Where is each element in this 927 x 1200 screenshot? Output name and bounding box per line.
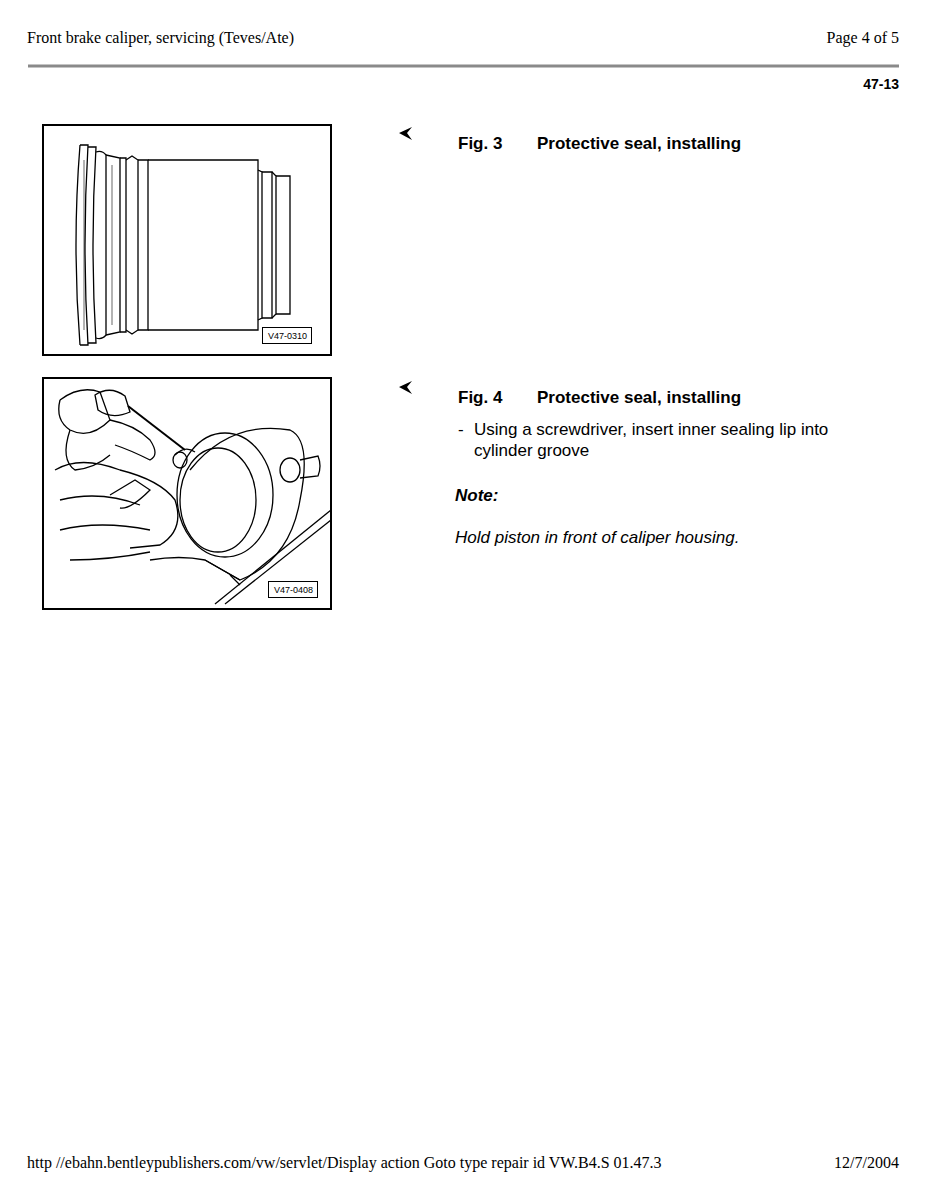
footer-url: http //ebahn.bentleypublishers.com/vw/se…	[27, 1153, 662, 1173]
figure-id-box: V47-0310	[262, 327, 312, 344]
figure-id-box: V47-0408	[268, 581, 318, 598]
footer-date: 12/7/2004	[834, 1153, 899, 1173]
pointer-symbol	[399, 381, 412, 394]
note-text: Hold piston in front of caliper housing.	[455, 527, 739, 548]
page-number: Page 4 of 5	[827, 28, 899, 48]
caliper-hands-illustration	[55, 390, 331, 604]
instruction-text: Using a screwdriver, insert inner sealin…	[474, 419, 874, 461]
header-rule	[28, 65, 899, 68]
figure-number: Fig. 3	[458, 133, 502, 154]
figure-frame	[43, 378, 331, 609]
section-number: 47-13	[863, 75, 899, 93]
note-heading: Note:	[455, 485, 498, 506]
figure-frame	[43, 125, 331, 355]
figure-id: V47-0310	[268, 331, 306, 342]
pointer-symbol	[399, 127, 412, 140]
figure-title: Protective seal, installing	[537, 133, 741, 154]
figure-id: V47-0408	[274, 585, 312, 596]
piston-seal-illustration	[76, 145, 290, 345]
figure-number: Fig. 4	[458, 387, 502, 408]
figure-title: Protective seal, installing	[537, 387, 741, 408]
bullet-dash: -	[458, 419, 464, 440]
running-header: Front brake caliper, servicing (Teves/At…	[27, 28, 294, 48]
